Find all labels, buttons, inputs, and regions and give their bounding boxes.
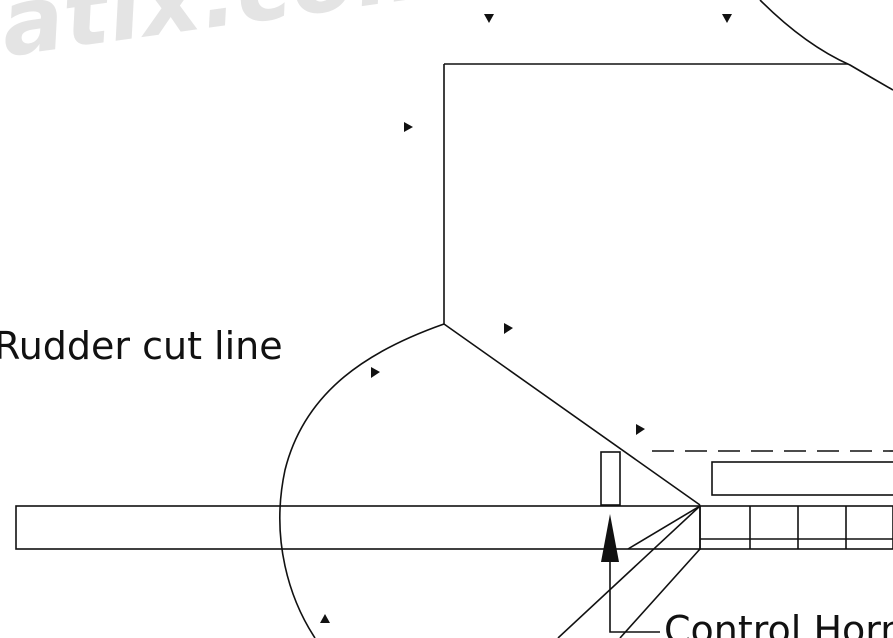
- lower-arc: [279, 323, 445, 638]
- arrow-marker: [371, 367, 380, 378]
- rudder-cut-line-label: Rudder cut line: [0, 324, 283, 368]
- rudder-outline: [443, 63, 848, 506]
- callout-leader: [609, 560, 660, 633]
- upper-arc: [759, 0, 893, 91]
- control-horn-arrow: [601, 514, 619, 562]
- hinge-bar: [711, 461, 893, 496]
- diagonal-lines: [627, 505, 701, 550]
- fuselage-stick: [15, 505, 701, 550]
- arrow-marker: [636, 424, 645, 435]
- arrow-marker: [722, 14, 732, 23]
- control-horn-block: [600, 451, 621, 506]
- segmented-strip: [699, 505, 893, 550]
- arrow-marker: [484, 14, 494, 23]
- arrow-marker: [320, 614, 330, 623]
- arrow-marker: [404, 122, 413, 132]
- control-horn-label: Control Horn: [664, 608, 893, 638]
- arrow-marker: [504, 323, 513, 334]
